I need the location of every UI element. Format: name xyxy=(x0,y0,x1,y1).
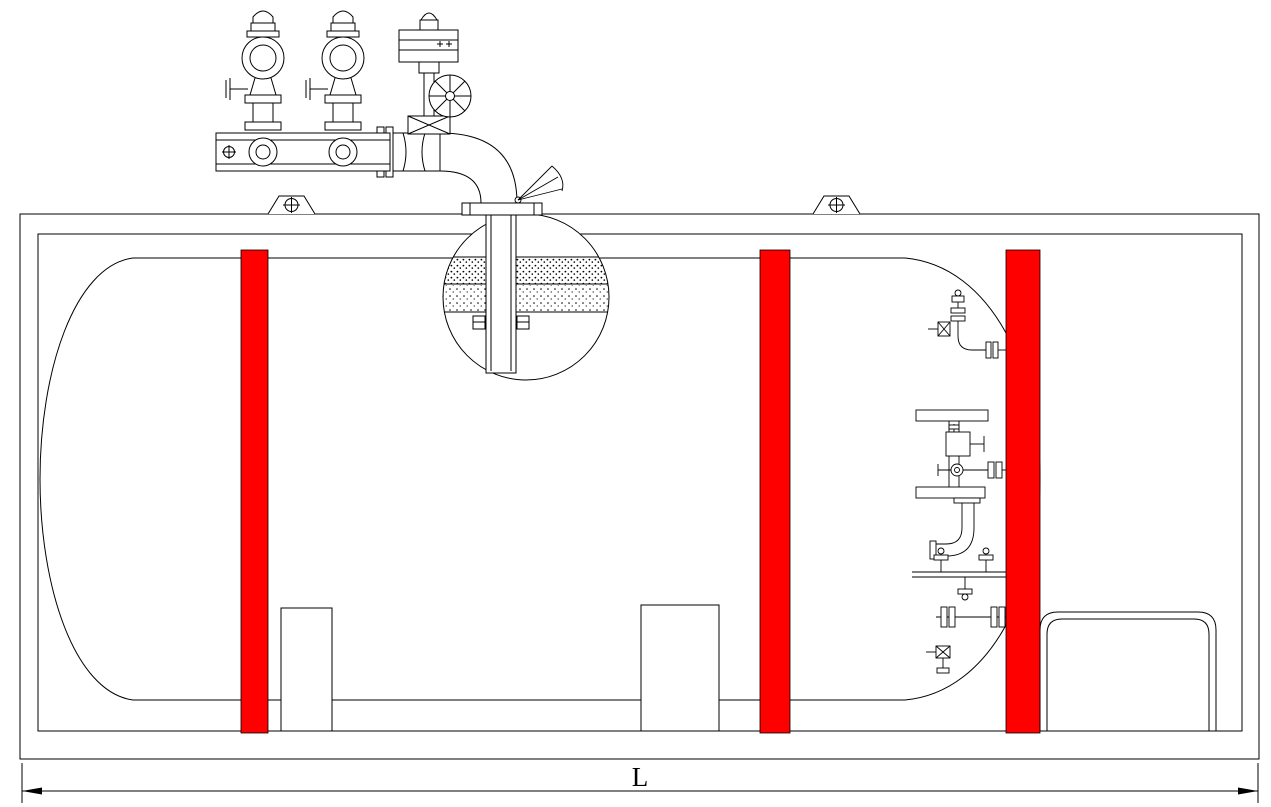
handwheel-icon xyxy=(428,74,472,118)
relief-valve-assembly xyxy=(928,289,1006,359)
overall-dimension: L xyxy=(21,762,1259,803)
detail-bubble xyxy=(442,212,610,381)
equipment-box xyxy=(1039,611,1217,732)
drain-line-fittings xyxy=(912,547,1006,601)
support-block-middle xyxy=(640,604,720,732)
bottom-supports xyxy=(280,604,1217,732)
manifold-header xyxy=(215,132,391,172)
red-stripe-middle xyxy=(759,249,791,734)
top-valve-manifold-assembly xyxy=(215,10,564,216)
container-frame xyxy=(19,213,1260,760)
locking-lever xyxy=(514,165,564,204)
tank-shell-section-hatch xyxy=(443,256,609,313)
pneumatic-actuator xyxy=(398,29,459,63)
drain-valve xyxy=(926,645,951,674)
actuated-valve xyxy=(398,12,472,135)
arrowhead-right-icon xyxy=(1238,787,1258,795)
support-block-left xyxy=(280,607,333,732)
right-side-piping xyxy=(912,289,1040,674)
valve-bracket-assembly xyxy=(915,409,1009,499)
red-stripe-right xyxy=(1005,249,1041,734)
tank-nozzle-flange xyxy=(461,202,543,216)
dimension-label: L xyxy=(632,762,649,792)
red-stripe-left xyxy=(240,249,269,734)
arrowhead-left-icon xyxy=(22,787,42,795)
pipe-elbow xyxy=(439,132,518,204)
fill-pipe xyxy=(472,212,530,374)
red-stripes xyxy=(240,249,1041,734)
